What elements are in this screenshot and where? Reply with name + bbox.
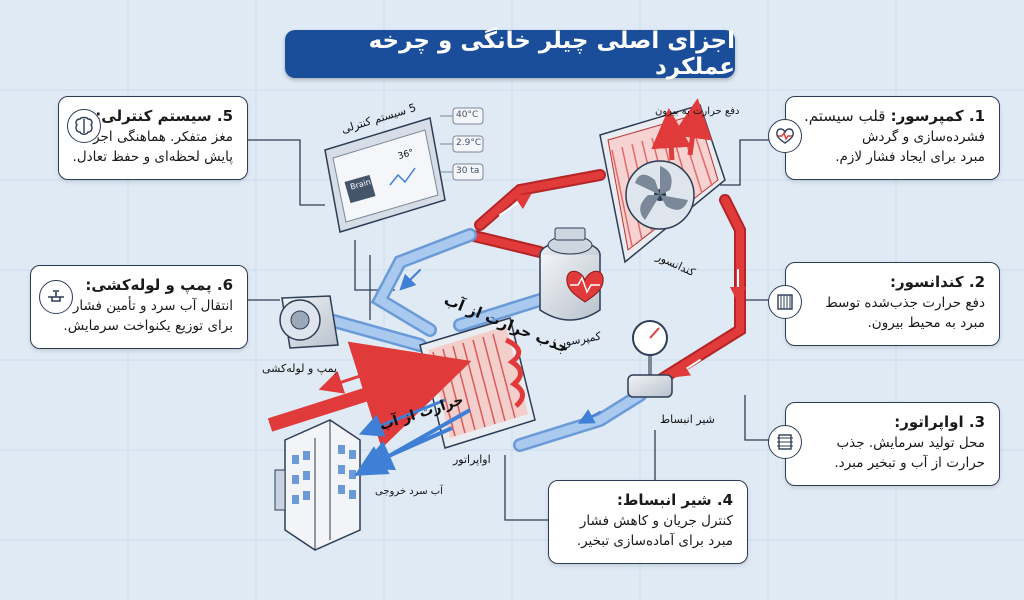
leader-lines <box>248 139 785 521</box>
reading-3: 30 ta <box>456 166 480 176</box>
card-line: انتقال آب سرد و تأمین فشار <box>72 298 233 314</box>
condenser-unit <box>599 98 726 264</box>
building <box>274 419 361 551</box>
brain-icon <box>67 109 101 143</box>
card-line: دفع حرارت جذب‌شده توسط <box>825 295 985 311</box>
card-title: 6. پمپ و لوله‌کشی: <box>85 276 233 294</box>
page-title: اجزای اصلی چیلر خانگی و چرخه عملکرد <box>285 28 735 80</box>
coil-icon <box>768 425 802 459</box>
card-condenser: 2. کندانسور: دفع حرارت جذب‌شده توسط مبرد… <box>768 262 1000 346</box>
card-title: 4. شیر انبساط: <box>616 491 733 509</box>
card-title: 1. کمپرسور: قلب سیستم. <box>798 106 985 127</box>
card-title-lead: قلب سیستم. <box>803 107 886 125</box>
expansion-valve-label: شیر انبساط <box>660 413 715 426</box>
cold-refrigerant-lines <box>323 228 647 452</box>
hot-refrigerant-lines <box>464 169 746 386</box>
radiator-icon <box>768 285 802 319</box>
expansion-valve <box>627 320 673 398</box>
card-pump-piping: 6. پمپ و لوله‌کشی: انتقال آب سرد و تأمین… <box>30 265 248 349</box>
cold-water-out-label: آب سرد خروجی <box>375 486 443 497</box>
heat-out-label: دفع حرارت به بیرون <box>655 106 740 117</box>
reading-2: 2.9°C <box>456 138 482 148</box>
evaporator-label: اواپراتور <box>453 453 491 466</box>
card-title-text: 1. کمپرسور: <box>890 107 985 125</box>
card-control-system: 5. سیستم کنترلی: مغز متفکر. هماهنگی اجزا… <box>58 96 248 180</box>
card-line: کنترل جریان و کاهش فشار <box>579 513 733 529</box>
card-line: مبرد به محیط بیرون. <box>867 315 985 331</box>
card-compressor: 1. کمپرسور: قلب سیستم. فشرده‌سازی و گردش… <box>768 96 1000 180</box>
card-line: برای توزیع یکنواخت سرمایش. <box>63 318 233 334</box>
heart-pulse-icon <box>768 119 802 153</box>
card-title: 3. اواپراتور: <box>894 413 985 431</box>
card-expansion-valve: 4. شیر انبساط: کنترل جریان و کاهش فشار م… <box>548 480 748 564</box>
card-line: مبرد برای ایجاد فشار لازم. <box>835 149 985 165</box>
card-line: محل تولید سرمایش. جذب <box>836 435 985 451</box>
card-evaporator: 3. اواپراتور: محل تولید سرمایش. جذب حرار… <box>768 402 1000 486</box>
valve-icon <box>39 280 73 314</box>
control-panel <box>324 107 484 233</box>
water-flow-arrows <box>267 341 472 476</box>
compressor-unit <box>539 227 604 321</box>
card-title: 5. سیستم کنترلی: <box>95 107 233 125</box>
card-line: مبرد برای آماده‌سازی تبخیر. <box>576 533 733 549</box>
card-title: 2. کندانسور: <box>890 273 985 291</box>
pump-label: پمپ و لوله‌کشی <box>262 362 338 375</box>
reading-1: 40°C <box>456 110 479 120</box>
card-line: حرارت از آب و تبخیر مبرد. <box>834 455 985 471</box>
pump-unit <box>279 295 339 349</box>
card-line: پایش لحظه‌ای و حفظ تعادل. <box>72 149 233 165</box>
card-line: مغز متفکر. هماهنگی اجزا، <box>85 129 233 145</box>
card-line: فشرده‌سازی و گردش <box>861 129 985 145</box>
